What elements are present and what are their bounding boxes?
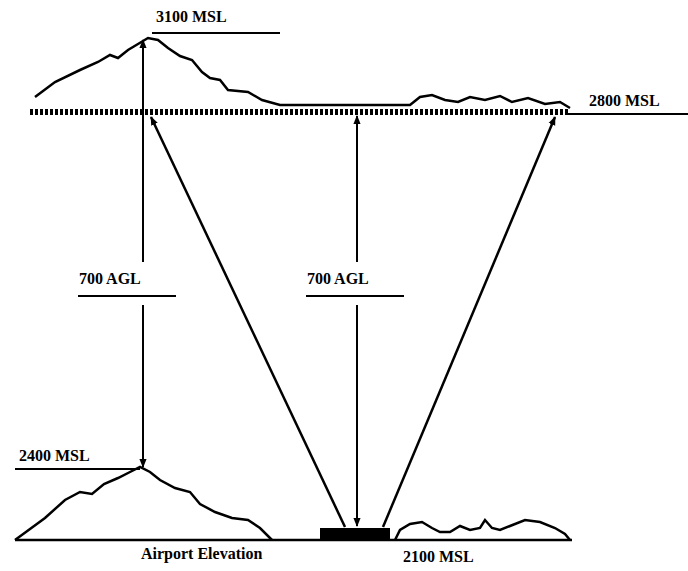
upper-terrain <box>35 38 570 108</box>
sight-arrow <box>383 117 555 527</box>
dimension-label: 700 AGL <box>78 270 142 288</box>
dimension-label: 700 AGL <box>306 270 370 288</box>
elevation-label: 2100 MSL <box>402 548 475 566</box>
hill <box>15 467 272 540</box>
leader-line <box>78 295 176 297</box>
ceiling-line <box>30 109 568 115</box>
dimension-arrow <box>142 305 144 467</box>
leader-line <box>152 32 280 34</box>
leader-line <box>306 295 404 297</box>
leader-line <box>565 113 688 115</box>
dimension-arrow <box>356 116 358 262</box>
ground-line <box>15 539 572 542</box>
sight-arrow <box>151 117 345 527</box>
leader-line <box>15 468 140 470</box>
dimension-arrow <box>356 305 358 526</box>
terrain-bumps <box>395 520 570 540</box>
elevation-label: Airport Elevation <box>140 545 263 563</box>
elevation-label: 3100 MSL <box>155 8 228 26</box>
runway <box>320 528 390 540</box>
elevation-label: 2400 MSL <box>18 447 91 465</box>
elevation-label: 2800 MSL <box>588 92 661 110</box>
dimension-arrow <box>142 40 144 262</box>
